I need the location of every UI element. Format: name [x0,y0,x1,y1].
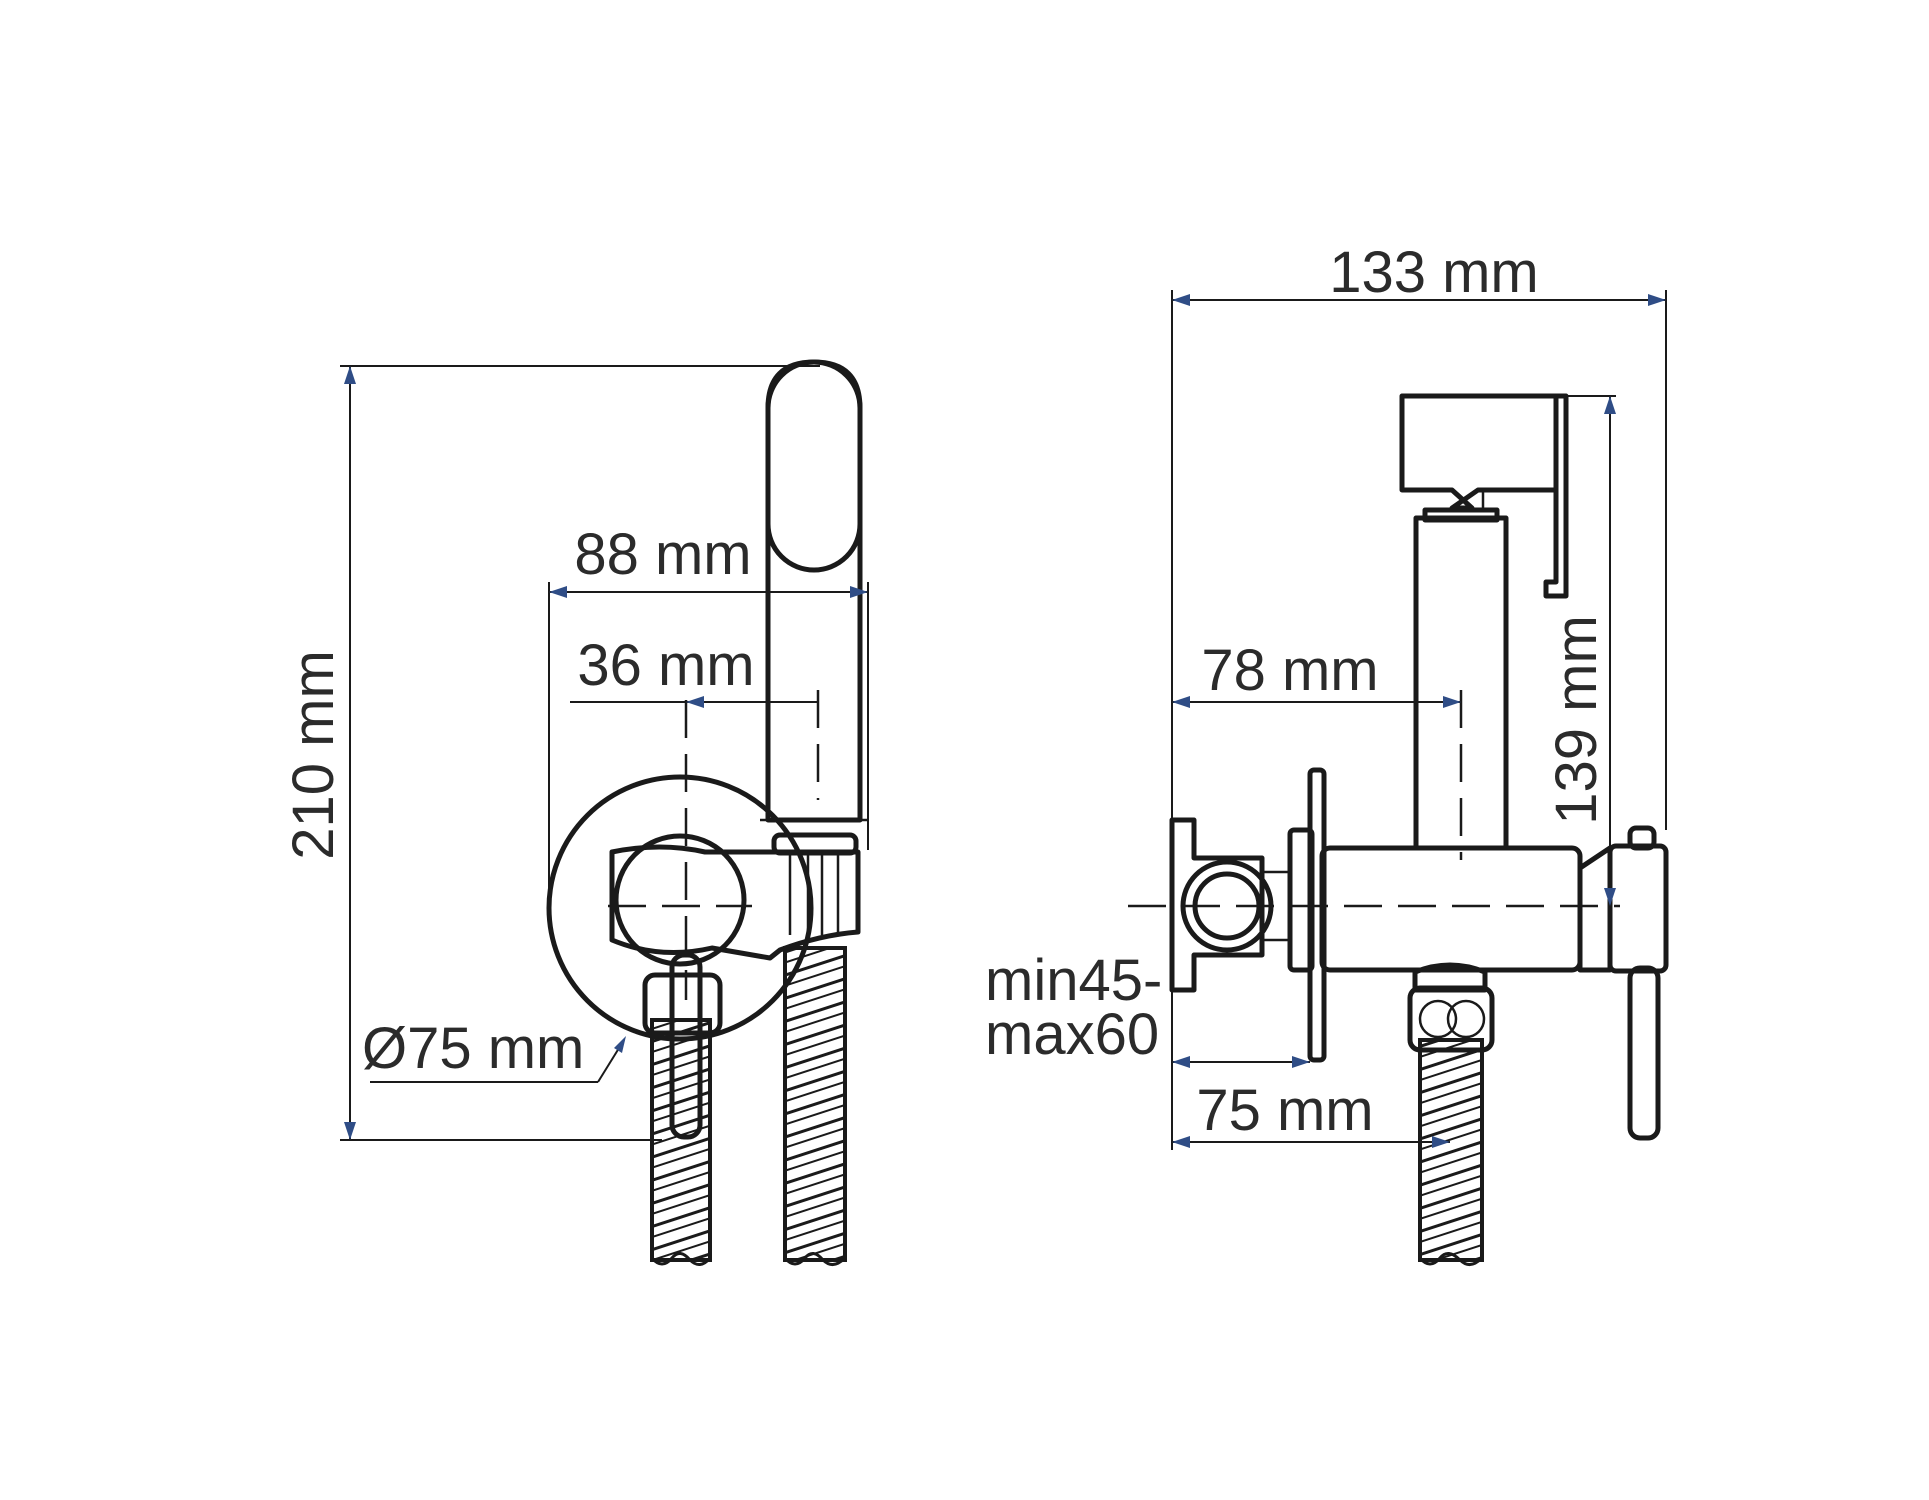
label-side-offset: 78 mm [1201,638,1378,703]
side-hose [1418,1038,1484,1266]
label-wall-depth-min: min45- [985,948,1162,1013]
dim-front-offset [570,690,819,720]
dim-front-height [340,365,820,1141]
dim-side-height [1566,395,1616,906]
dim-side-width [1171,290,1667,1150]
label-side-height: 139 mm [1544,615,1609,825]
front-mixer-body [613,833,747,967]
label-front-offset: 36 mm [577,633,754,698]
label-front-height: 210 mm [281,650,346,860]
dim-front-width [548,582,869,906]
label-front-diameter: Ø75 mm [362,1016,584,1081]
side-wall-ring [1287,827,1315,973]
front-lever [642,952,723,1140]
side-shower-stem [1413,507,1509,851]
label-side-width: 133 mm [1329,240,1539,305]
side-view: 133 mm 78 mm 139 mm min45- max60 [985,240,1669,1266]
front-view: 210 mm 88 mm 36 mm Ø75 mm [281,359,869,1266]
side-shower-head [1399,393,1569,599]
front-hand-shower [760,359,868,823]
front-hose-right [783,946,847,1266]
side-outlet-nut [1407,962,1495,1053]
dim-side-wall-depth [1172,1056,1310,1068]
dim-front-diameter [370,1036,626,1083]
front-flange [546,774,814,1042]
label-wall-depth-max: max60 [985,1002,1159,1067]
side-handle [1577,825,1669,1141]
label-front-width: 88 mm [574,522,751,587]
label-side-lower: 75 mm [1196,1078,1373,1143]
side-mixer-body [1319,845,1583,973]
dim-side-lower [1172,1136,1450,1148]
dim-side-offset [1172,696,1461,708]
front-holder [609,832,861,961]
